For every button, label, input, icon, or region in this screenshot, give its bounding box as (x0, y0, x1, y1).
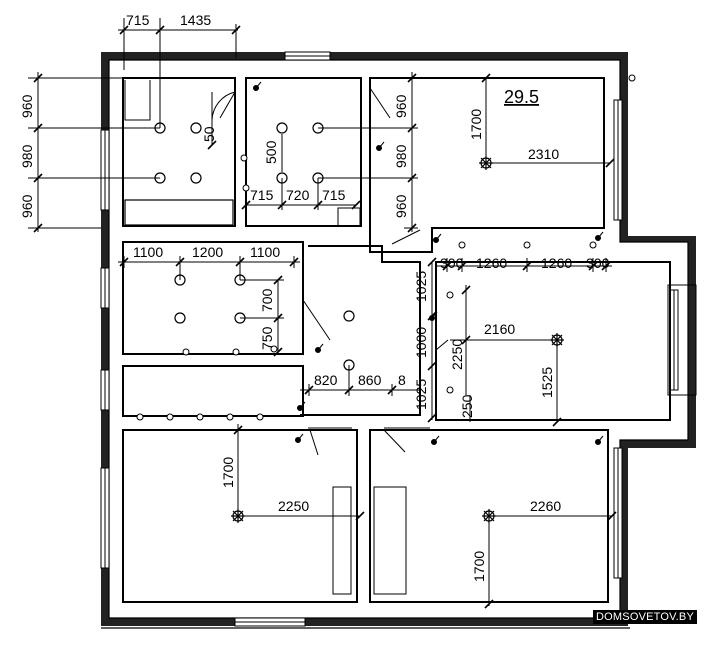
dim-r1-50: 50 (201, 126, 217, 142)
dim-r4-750: 750 (259, 326, 275, 350)
dim-left-980: 980 (19, 144, 35, 168)
dim-r3-960b: 960 (393, 194, 409, 218)
dim-top-715: 715 (126, 12, 150, 28)
dim-top-1435: 1435 (180, 12, 211, 28)
dim-r5-1260a: 1260 (476, 255, 507, 271)
dim-r6-1700: 1700 (220, 457, 236, 488)
switches (253, 81, 604, 445)
dimension-lines (28, 18, 612, 606)
room-walls (122, 77, 671, 603)
dim-r5-300a: 300 (440, 255, 464, 271)
dim-r3-2310: 2310 (528, 146, 559, 162)
dim-r5-1525: 1525 (539, 367, 555, 398)
dimension-labels: 715 1435 960 980 960 50 500 715 720 715 … (19, 12, 610, 582)
dim-r5-2250: 2250 (449, 339, 465, 370)
dim-hall-1025b: 1025 (413, 379, 429, 410)
dim-r7-1700: 1700 (471, 551, 487, 582)
dim-hall-1000: 1000 (413, 327, 429, 358)
dim-r5-1260b: 1260 (541, 255, 572, 271)
dim-r5-300b: 300 (586, 255, 610, 271)
dim-r2-720: 720 (286, 187, 310, 203)
dim-r4-700: 700 (259, 288, 275, 312)
dim-r6-2250: 2250 (278, 498, 309, 514)
dim-r4-1100a: 1100 (133, 244, 163, 260)
dim-r5-250: 250 (459, 394, 475, 418)
spot-lights (136, 154, 597, 421)
dim-left-960b: 960 (19, 194, 35, 218)
room-area-label: 29.5 (504, 87, 539, 107)
dim-r4-1200: 1200 (192, 244, 223, 260)
dim-r2-715a: 715 (250, 187, 274, 203)
dim-r2-715b: 715 (322, 187, 346, 203)
dim-r2-500: 500 (263, 140, 279, 164)
corner-marker (628, 74, 636, 82)
exterior-walls (101, 52, 696, 626)
dim-hall-1025a: 1025 (413, 271, 429, 302)
dim-left-960a: 960 (19, 94, 35, 118)
dim-r3-980: 980 (393, 144, 409, 168)
doors (211, 87, 467, 456)
dim-r5-2160: 2160 (484, 321, 515, 337)
watermark: DOMSOVETOV.BY (593, 610, 697, 624)
dim-r7-2260: 2260 (530, 498, 561, 514)
dim-r4-1100b: 1100 (250, 244, 280, 260)
dim-hall-860: 860 (358, 372, 382, 388)
dim-r3-960a: 960 (393, 94, 409, 118)
dim-hall-820: 820 (314, 372, 338, 388)
dim-r3-1700: 1700 (468, 109, 484, 140)
windows (100, 51, 697, 627)
dim-hall-8: 8 (398, 372, 406, 388)
